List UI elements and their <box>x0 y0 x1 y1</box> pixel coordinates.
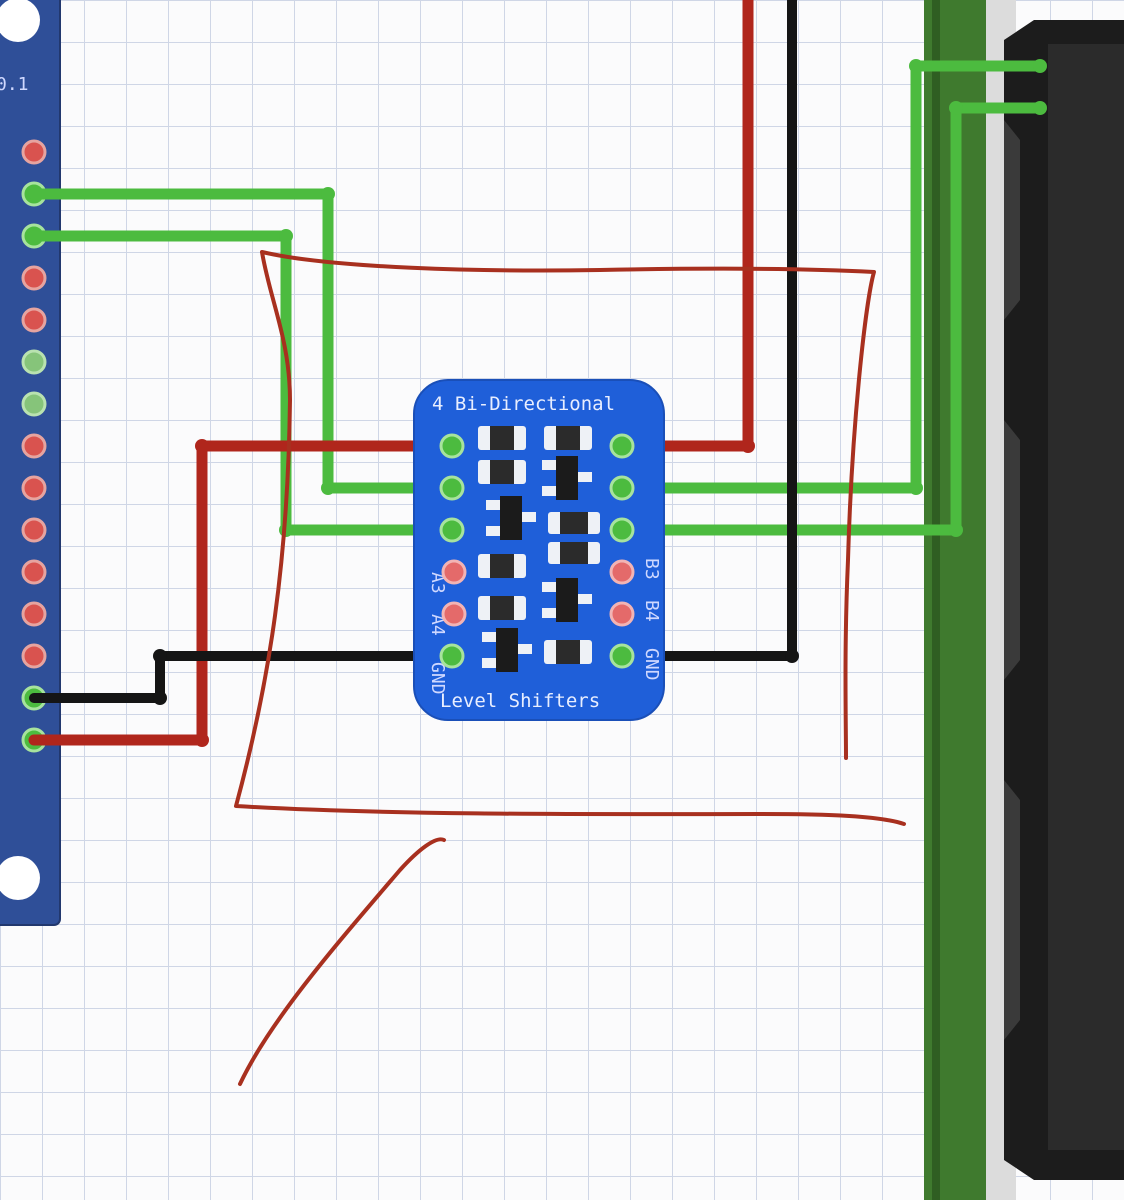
shifter-right-pins[interactable] <box>609 433 635 669</box>
mcu-board[interactable]: 0.1 <box>0 0 61 926</box>
signal-wire-1[interactable] <box>28 188 458 494</box>
annotation-box <box>234 250 906 826</box>
shifter-title-bottom: Level Shifters <box>440 690 600 712</box>
display-module[interactable] <box>986 0 1124 1200</box>
ground-wire-left[interactable] <box>29 651 457 703</box>
mounting-hole-top <box>0 0 40 42</box>
hand-drawn-annotation <box>234 250 906 1086</box>
level-shifter-board[interactable]: 4 Bi-Directional Level Shifters A3 A4 GN… <box>413 379 665 721</box>
shifter-left-pins[interactable] <box>439 433 467 669</box>
mcu-version-label: 0.1 <box>0 74 29 95</box>
signal-wire-3[interactable] <box>616 60 1046 494</box>
shifter-label-gnd-left: GND <box>427 662 448 695</box>
shifter-label-gnd-right: GND <box>641 648 662 681</box>
smd-components <box>478 426 600 672</box>
shifter-label-b3: B3 <box>641 558 662 580</box>
power-wire-right[interactable] <box>616 0 754 452</box>
annotation-pointer <box>238 837 446 1086</box>
signal-wire-2[interactable] <box>28 230 458 536</box>
shifter-title-top: 4 Bi-Directional <box>432 393 615 415</box>
mounting-hole-bottom <box>0 856 40 900</box>
power-wire-left[interactable] <box>28 440 458 746</box>
shifter-label-b4: B4 <box>641 600 662 622</box>
wire-nodes <box>153 59 1047 747</box>
